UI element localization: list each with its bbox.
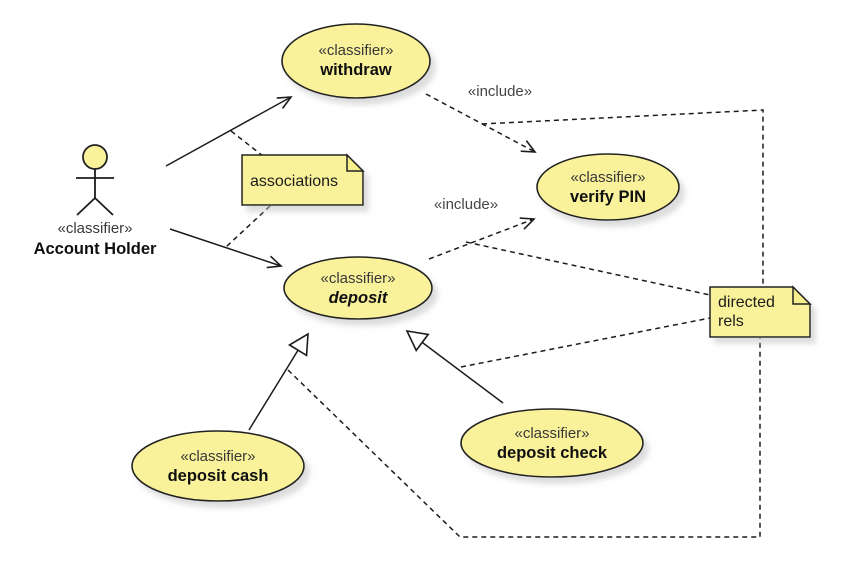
note-connector-directedrels-gen1 [287, 338, 761, 538]
usecase-deposit-check-stereotype: «classifier» [514, 425, 589, 442]
note-directed-rels-line1: directed [718, 294, 775, 311]
actor-stereotype: «classifier» [57, 220, 132, 237]
usecase-deposit-cash: «classifier» deposit cash [131, 430, 305, 502]
usecase-deposit-check-name: deposit check [497, 444, 608, 462]
note-connector-associations-top [230, 130, 264, 157]
note-directed-rels: directed rels [709, 285, 812, 338]
note-associations: associations [241, 153, 365, 206]
usecase-verify-pin-stereotype: «classifier» [570, 169, 645, 186]
usecase-withdraw-ellipse [281, 23, 431, 99]
usecase-deposit-ellipse [283, 256, 433, 320]
actor-account-holder: «classifier» Account Holder [34, 144, 157, 258]
usecase-deposit-cash-ellipse [131, 430, 305, 502]
usecase-deposit-stereotype: «classifier» [320, 270, 395, 287]
usecase-deposit-name: deposit [329, 289, 389, 307]
generalization-depositcash-deposit [248, 332, 309, 431]
include-label-deposit-verifypin: «include» [434, 196, 498, 213]
actor-head [82, 144, 108, 170]
note-connector-associations-bottom [225, 205, 271, 248]
note-associations-fold [346, 153, 365, 172]
usecase-deposit: «classifier» deposit [283, 256, 433, 320]
usecase-withdraw-name: withdraw [319, 61, 392, 79]
note-connector-directedrels-gen2 [460, 317, 711, 368]
usecase-deposit-check-ellipse [460, 408, 644, 478]
usecase-deposit-cash-stereotype: «classifier» [180, 448, 255, 465]
usecase-verify-pin-ellipse [536, 153, 680, 221]
usecase-deposit-cash-name: deposit cash [168, 467, 269, 485]
note-associations-text: associations [250, 173, 338, 190]
include-label-withdraw-verifypin: «include» [468, 83, 532, 100]
usecase-withdraw-stereotype: «classifier» [318, 42, 393, 59]
association-actor-deposit [169, 228, 283, 269]
include-edge-deposit-verifypin [428, 217, 536, 260]
actor-name: Account Holder [34, 240, 157, 258]
note-directed-rels-shape [709, 286, 811, 338]
note-connector-directedrels-include2 [465, 241, 711, 296]
note-associations-shape [241, 154, 364, 206]
note-directed-rels-fold [792, 285, 812, 305]
usecase-deposit-check: «classifier» deposit check [460, 408, 644, 478]
generalization-depositcheck-deposit [405, 329, 504, 404]
note-connector-directedrels-include1 [481, 109, 764, 286]
usecase-verify-pin-name: verify PIN [570, 188, 646, 206]
actor-right-leg [94, 197, 114, 216]
usecase-withdraw: «classifier» withdraw [281, 23, 431, 99]
usecase-verify-pin: «classifier» verify PIN [536, 153, 680, 221]
association-actor-withdraw [165, 96, 293, 167]
include-edge-withdraw-verifypin [425, 93, 537, 153]
actor-left-leg [76, 197, 96, 216]
note-directed-rels-line2: rels [718, 313, 744, 330]
